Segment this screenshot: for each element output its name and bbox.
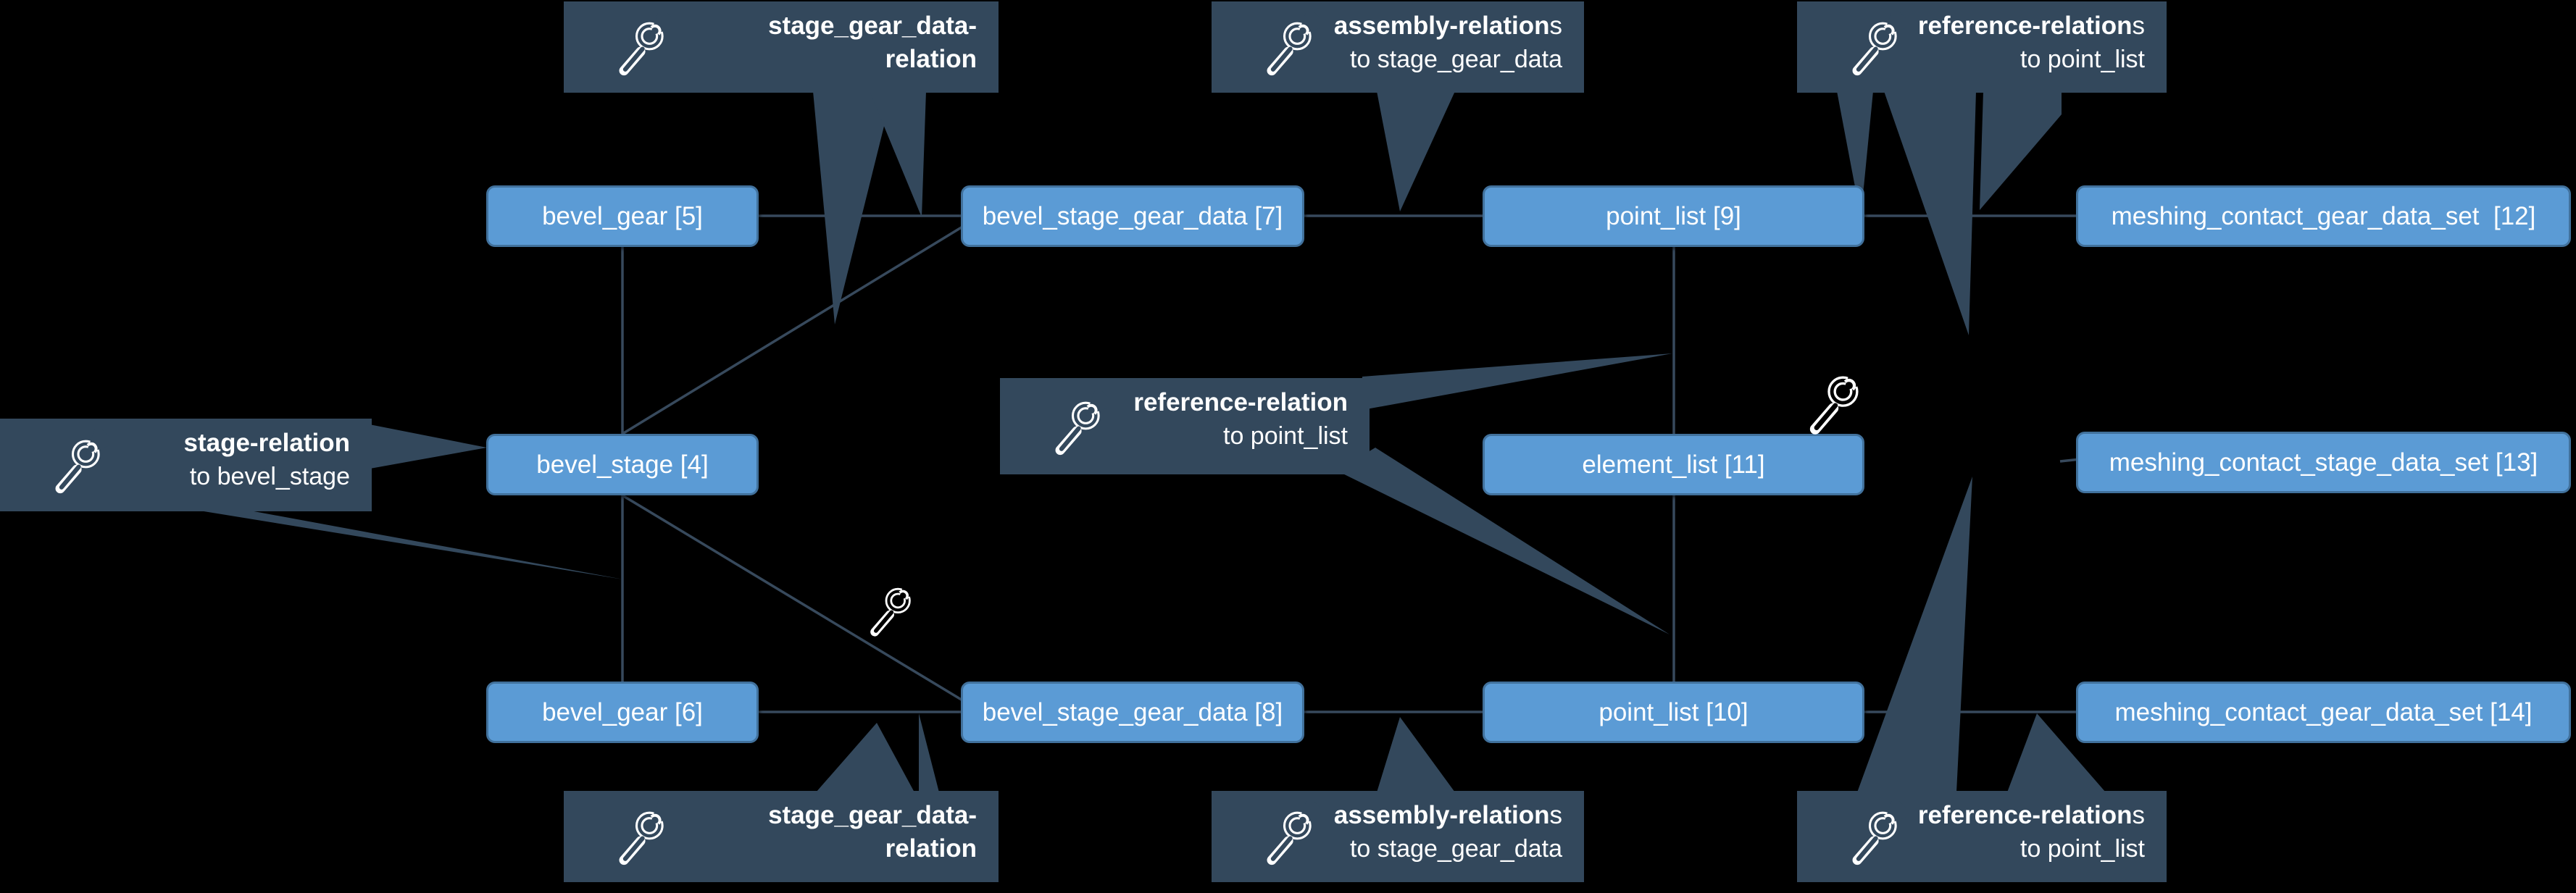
callout-tail bbox=[816, 723, 914, 792]
callout-stage-gear-data-relation-top: stage_gear_data-relation bbox=[564, 1, 999, 93]
node-bevel-stage-gear-data-8[interactable]: bevel_stage_gear_data [8] bbox=[961, 682, 1304, 743]
node-meshing-contact-gear-data-set-12[interactable]: meshing_contact_gear_data_set [12] bbox=[2076, 185, 2571, 247]
callout-tail bbox=[813, 91, 893, 324]
callout-assembly-relations-top: assembly-relations to stage_gear_data bbox=[1212, 1, 1584, 93]
callout-assembly-relations-bottom: assembly-relations to stage_gear_data bbox=[1212, 791, 1584, 882]
node-bevel-gear-6[interactable]: bevel_gear [6] bbox=[486, 682, 759, 743]
wrench-icon bbox=[1842, 12, 1906, 83]
callout-title: stage_gear_data-relation bbox=[768, 12, 977, 73]
callout-tail bbox=[1837, 91, 1873, 217]
node-point-list-9[interactable]: point_list [9] bbox=[1483, 185, 1864, 247]
wrench-icon bbox=[1045, 390, 1109, 462]
callout-tail bbox=[919, 713, 939, 792]
callout-tail bbox=[1980, 91, 2062, 210]
callout-tail bbox=[199, 511, 623, 579]
callout-tail bbox=[1884, 91, 1976, 335]
callout-subtitle: to point_list bbox=[2020, 835, 2145, 863]
callout-tail bbox=[1377, 91, 1455, 211]
wrench-icon bbox=[1842, 801, 1906, 872]
callout-reference-relations-top: reference-relations to point_list bbox=[1797, 1, 2167, 93]
wrench-icon bbox=[1798, 364, 1868, 443]
callout-title: assembly-relation bbox=[1333, 801, 1550, 829]
node-meshing-contact-stage-data-set-13[interactable]: meshing_contact_stage_data_set [13] bbox=[2076, 432, 2571, 493]
wrench-icon bbox=[1256, 801, 1320, 872]
callout-tail bbox=[366, 424, 487, 469]
callout-tail bbox=[870, 91, 926, 217]
node-element-list-11[interactable]: element_list [11] bbox=[1483, 434, 1864, 495]
callout-title: assembly-relation bbox=[1333, 12, 1550, 40]
callout-title-suffix: s bbox=[1549, 801, 1563, 829]
callout-reference-relations-bottom: reference-relations to point_list bbox=[1797, 791, 2167, 882]
wrench-icon bbox=[609, 801, 672, 872]
node-point-list-10[interactable]: point_list [10] bbox=[1483, 682, 1864, 743]
wrench-icon bbox=[609, 12, 672, 83]
callout-title: stage_gear_data-relation bbox=[768, 801, 977, 863]
callout-tails bbox=[199, 91, 2106, 792]
callout-title: reference-relation bbox=[1133, 388, 1348, 416]
callout-subtitle: to stage_gear_data bbox=[1349, 835, 1562, 863]
node-bevel-stage-4[interactable]: bevel_stage [4] bbox=[486, 434, 759, 495]
callout-subtitle: to point_list bbox=[2020, 46, 2145, 73]
callout-tail bbox=[1377, 717, 1455, 792]
callout-tail bbox=[1337, 448, 1670, 634]
wrench-icon bbox=[861, 575, 919, 646]
callout-title-suffix: s bbox=[1549, 12, 1563, 40]
callout-tail bbox=[1362, 353, 1672, 410]
callout-reference-relation-mid: reference-relation to point_list bbox=[1000, 378, 1370, 474]
callout-subtitle: to bevel_stage bbox=[189, 463, 350, 490]
callout-tail bbox=[2007, 713, 2106, 792]
wrench-icon bbox=[45, 429, 109, 500]
callout-subtitle: to point_list bbox=[1223, 422, 1348, 450]
callout-stage-gear-data-relation-bottom: stage_gear_data-relation bbox=[564, 791, 999, 882]
callout-title-suffix: s bbox=[2132, 801, 2146, 829]
callout-title-suffix: s bbox=[2132, 12, 2146, 40]
connector-line bbox=[622, 225, 964, 435]
node-meshing-contact-gear-data-set-14[interactable]: meshing_contact_gear_data_set [14] bbox=[2076, 682, 2571, 743]
callout-tail bbox=[1857, 477, 1972, 792]
callout-title: reference-relation bbox=[1917, 801, 2133, 829]
callout-title: stage-relation bbox=[183, 429, 351, 457]
callout-stage-relation-left: stage-relation to bevel_stage bbox=[0, 419, 372, 511]
node-bevel-stage-gear-data-7[interactable]: bevel_stage_gear_data [7] bbox=[961, 185, 1304, 247]
callout-title: reference-relation bbox=[1917, 12, 2133, 40]
callout-subtitle: to stage_gear_data bbox=[1349, 46, 1562, 73]
wrench-icon bbox=[1256, 12, 1320, 83]
node-bevel-gear-5[interactable]: bevel_gear [5] bbox=[486, 185, 759, 247]
connector-line bbox=[622, 494, 964, 703]
